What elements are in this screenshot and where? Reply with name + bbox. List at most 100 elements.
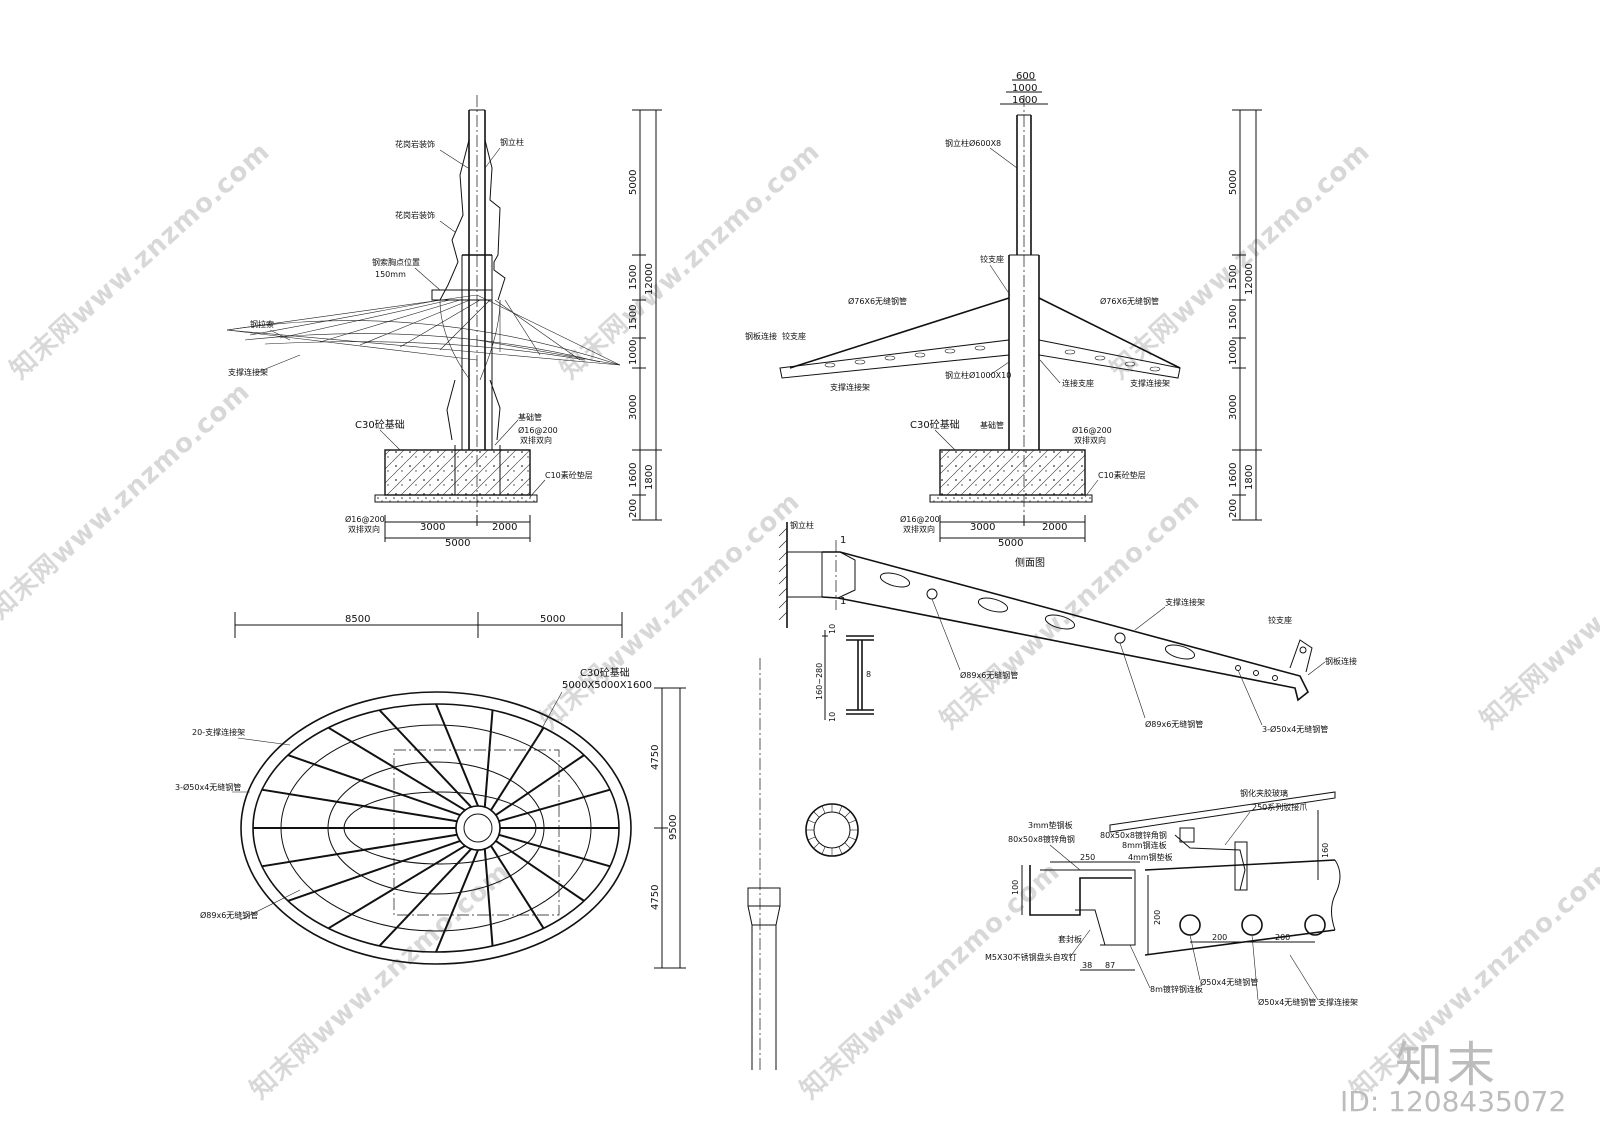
label-cushion: C10素砼垫层 <box>545 470 593 480</box>
dim-right: 1600 <box>628 463 639 488</box>
label-column-base: 钢立柱Ø1000X10 <box>945 370 1011 380</box>
dim-detail: 250 <box>1080 853 1095 862</box>
support-frame-spoke <box>435 703 479 807</box>
label-detail-angle2: 80x50x8镀锌角钢 <box>1008 834 1075 844</box>
dim-right: 1000 <box>1228 340 1239 365</box>
label-hinge-top: 铰支座 <box>980 254 1004 264</box>
dim-plan-right: 4750 <box>650 745 661 770</box>
side-view: 钢立柱 1 1 侧面图 支撑连接架 铰支座 钢板连接 Ø89x6无缝钢管 Ø89… <box>778 520 1357 734</box>
dim-bottom: 2000 <box>1042 522 1067 533</box>
label-conn: 连接支座 <box>1062 378 1094 388</box>
label-detail-plate3: 3mm垫钢板 <box>1028 820 1073 830</box>
label-anchor-dim: 150mm <box>375 270 406 279</box>
label-beam: 钢板连接 <box>745 331 777 341</box>
elevation-1: 花岗岩装饰 钢立柱 花岗岩装饰 钢索胸点位置 150mm 钢拉索 支撑连接架 C… <box>226 95 662 549</box>
label-anchor: 钢索胸点位置 <box>372 257 420 267</box>
dim-bottom: 3000 <box>970 522 995 533</box>
label-cable: 钢拉索 <box>250 319 274 329</box>
dim-right: 1000 <box>628 340 639 365</box>
label-rebar2: Ø16@200 <box>900 514 940 524</box>
watermark-text: 知末网www.znzmo.com <box>535 487 806 736</box>
label-frame-left: 支撑连接架 <box>830 382 870 392</box>
watermark-text: 知末网www.znzmo.com <box>1475 487 1600 736</box>
label-side-plate: 钢板连接 <box>1325 656 1357 666</box>
support-frame-spoke <box>261 788 458 823</box>
dim-right: 1500 <box>1228 305 1239 330</box>
label-pipe-left: Ø76X6无缝钢管 <box>848 296 907 306</box>
label-detail-spider: 250系列驳接爪 <box>1252 802 1307 812</box>
label-detail-pipe-b: Ø50x4无缝钢管 <box>1258 997 1316 1007</box>
label-detail-plate4: 4mm钢垫板 <box>1128 852 1173 862</box>
label-pipe: 基础管 <box>980 420 1004 430</box>
support-frame-spoke <box>378 709 472 808</box>
label-frame-right: 支撑连接架 <box>1130 378 1170 388</box>
label-column: 钢立柱 <box>500 137 524 147</box>
dim-detail: 87 <box>1105 961 1115 970</box>
support-frame-spoke <box>287 754 461 817</box>
label-detail-frame: 支撑连接架 <box>1318 997 1358 1007</box>
label-plan-pipe: Ø89x6无缝钢管 <box>200 910 258 920</box>
support-frame-spoke <box>483 709 494 808</box>
dim-right: 1500 <box>1228 265 1239 290</box>
dim-right: 1500 <box>628 305 639 330</box>
dim-bottom: 3000 <box>420 522 445 533</box>
support-frame-spoke <box>495 754 585 816</box>
dim-plan-right: 4750 <box>650 885 661 910</box>
image-id: ID: 1208435072 <box>1340 1085 1567 1118</box>
connection-detail: 钢化夹胶玻璃 250系列驳接爪 3mm垫钢板 80x50x8镀锌角钢 80x50… <box>985 788 1358 1007</box>
watermark-text: 知末网www.znzmo.com <box>555 137 826 386</box>
dim-plan-top: 5000 <box>540 614 565 625</box>
elevation-2: 600 1000 1600 钢立柱Ø600X8 铰支座 Ø76X6无缝钢管 <box>745 71 1262 549</box>
label-side-hinge: 铰支座 <box>1268 615 1292 625</box>
dim-detail: 100 <box>1011 880 1020 895</box>
ring-rib <box>821 805 826 814</box>
label-rebar-note: 双排双向 <box>1074 435 1106 445</box>
label-side-pipe2: Ø89x6无缝钢管 <box>1145 719 1203 729</box>
dim-detail: 160 <box>1321 843 1330 858</box>
side-title: 侧面图 <box>1015 556 1045 569</box>
dim-section: 10 <box>828 624 837 634</box>
dim-right: 3000 <box>1228 395 1239 420</box>
dim-right: 12000 <box>1244 263 1255 295</box>
dim-right: 200 <box>1228 499 1239 518</box>
label-base: C30砼基础 <box>355 418 405 431</box>
label-column-top: 钢立柱Ø600X8 <box>945 138 1001 148</box>
support-frame-spoke <box>327 844 466 930</box>
watermark-layer: 知末网www.znzmo.com 知末网www.znzmo.com 知末网www… <box>0 137 1600 1106</box>
dim-right: 1600 <box>1228 463 1239 488</box>
label-rebar-note: 双排双向 <box>520 435 552 445</box>
dim-right: 5000 <box>1228 170 1239 195</box>
dim-detail: 200 <box>1212 933 1227 942</box>
dim-section: 8 <box>866 670 871 679</box>
label-frame: 支撑连接架 <box>228 367 268 377</box>
ring-rib <box>807 819 816 824</box>
label-rebar2-note: 双排双向 <box>903 524 935 534</box>
dim-right: 1500 <box>628 265 639 290</box>
label-deco1: 花岗岩装饰 <box>395 139 435 149</box>
support-frame-spoke <box>498 833 611 868</box>
dim-section: 160~280 <box>815 663 824 700</box>
dim-right: 5000 <box>628 170 639 195</box>
watermark-text: 知末网www.znzmo.com <box>0 377 256 626</box>
section-mark-bottom: 1 <box>840 596 846 607</box>
ring-rib <box>848 836 857 841</box>
label-side-frame: 支撑连接架 <box>1165 597 1205 607</box>
support-frame-spoke <box>435 849 479 953</box>
ring-rib <box>848 819 857 824</box>
dim-bottom: 5000 <box>445 538 470 549</box>
dim-right: 12000 <box>644 263 655 295</box>
label-cushion: C10素砼垫层 <box>1098 470 1146 480</box>
dim-bottom: 2000 <box>492 522 517 533</box>
dim-top: 1600 <box>1012 95 1037 106</box>
ring-rib <box>813 811 820 818</box>
label-detail-plate8: 8mm钢连板 <box>1122 840 1167 850</box>
support-frame-spoke <box>287 839 461 902</box>
dim-bottom: 5000 <box>998 538 1023 549</box>
label-side-column: 钢立柱 <box>790 520 814 530</box>
label-detail-plate8b: 8m镀锌钢连板 <box>1150 984 1203 994</box>
plan-view: 8500 5000 C30砼基础 5000X5000X1600 20-支撑连接架… <box>175 612 686 969</box>
label-deco2: 花岗岩装饰 <box>395 210 435 220</box>
support-frame-spoke <box>327 726 466 812</box>
label-detail-bolt: M5X30不锈钢盘头自攻钉 <box>985 952 1077 962</box>
